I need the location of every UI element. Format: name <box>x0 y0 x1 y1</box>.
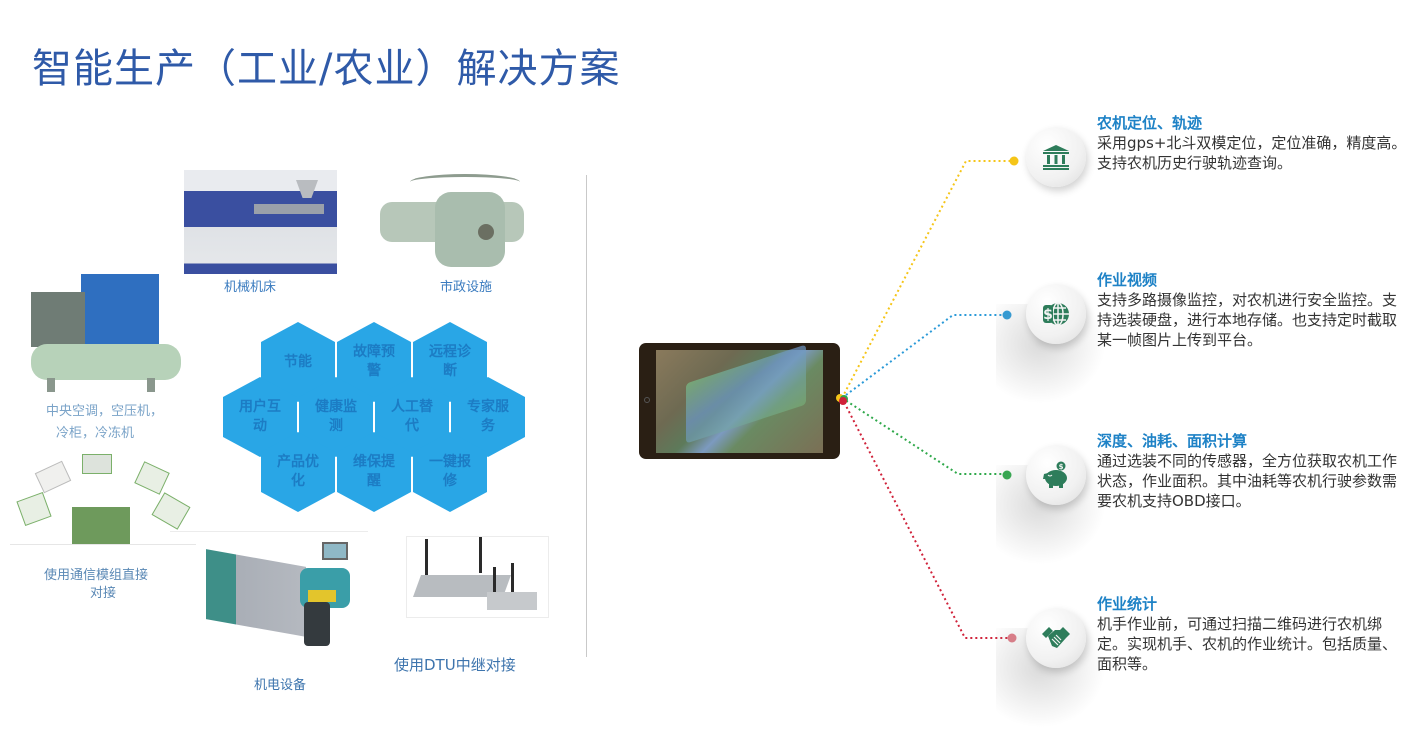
electromech-image <box>200 540 365 655</box>
comm-module-caption-line1: 使用通信模组直接 <box>44 568 149 583</box>
feature-description: 机手作业前，可通过扫描二维码进行农机绑定。实现机手、农机的作业统计。包括质量、面… <box>1097 615 1398 673</box>
tablet-map-screen <box>656 350 823 453</box>
feature-icon-circle <box>1026 127 1086 187</box>
feature-icon-circle <box>1026 608 1086 668</box>
comm-module-image <box>10 452 196 544</box>
feature-icon-circle: $ <box>1026 445 1086 505</box>
feature-title: 农机定位、轨迹 <box>1097 114 1203 132</box>
page-title: 智能生产（工业/农业）解决方案 <box>32 46 621 92</box>
tablet-device <box>639 343 840 459</box>
hex-product-optimization: 产品优化 <box>261 432 335 512</box>
piggy-bank-icon: $ <box>1043 461 1067 488</box>
dtu-image <box>406 536 549 618</box>
hvac-caption-line1: 中央空调，空压机， <box>46 404 164 419</box>
hex-one-click-repair: 一键报修 <box>413 432 487 512</box>
dot-red <box>1007 633 1017 643</box>
municipal-image <box>380 172 524 274</box>
bank-icon <box>1043 145 1069 170</box>
feature-title: 深度、油耗、面积计算 <box>1097 432 1248 450</box>
svg-text:$: $ <box>1059 463 1064 471</box>
dot-blue <box>1002 310 1012 320</box>
handshake-icon <box>1042 627 1070 648</box>
hvac-caption-line2: 冷柜，冷冻机 <box>56 426 135 441</box>
panel-divider <box>586 175 587 657</box>
feature-title: 作业统计 <box>1097 595 1158 613</box>
electromech-caption: 机电设备 <box>254 678 307 693</box>
hvac-image <box>27 262 183 395</box>
feature-description: 通过选装不同的传感器，全方位获取农机工作状态，作业面积。其中油耗等农机行驶参数需… <box>1097 452 1398 510</box>
tablet-camera <box>644 397 650 403</box>
svg-text:$: $ <box>1043 307 1053 323</box>
dot-green <box>1002 470 1012 480</box>
dot-yellow <box>1009 156 1019 166</box>
machine-tool-caption: 机械机床 <box>224 280 277 295</box>
dtu-caption: 使用DTU中继对接 <box>394 656 516 674</box>
feature-icon-circle: $ <box>1026 284 1086 344</box>
hex-maintenance-reminder: 维保提醒 <box>337 432 411 512</box>
machine-tool-image <box>184 170 337 274</box>
comm-module-caption-line2: 对接 <box>90 586 117 601</box>
municipal-caption: 市政设施 <box>440 280 493 295</box>
dollar-globe-icon: $ <box>1043 302 1069 326</box>
feature-description: 采用gps+北斗双模定位，定位准确，精度高。支持农机历史行驶轨迹查询。 <box>1097 134 1406 172</box>
feature-title: 作业视频 <box>1097 271 1158 289</box>
feature-description: 支持多路摄像监控，对农机进行安全监控。支持选装硬盘，进行本地存储。也支持定时截取… <box>1097 291 1398 349</box>
